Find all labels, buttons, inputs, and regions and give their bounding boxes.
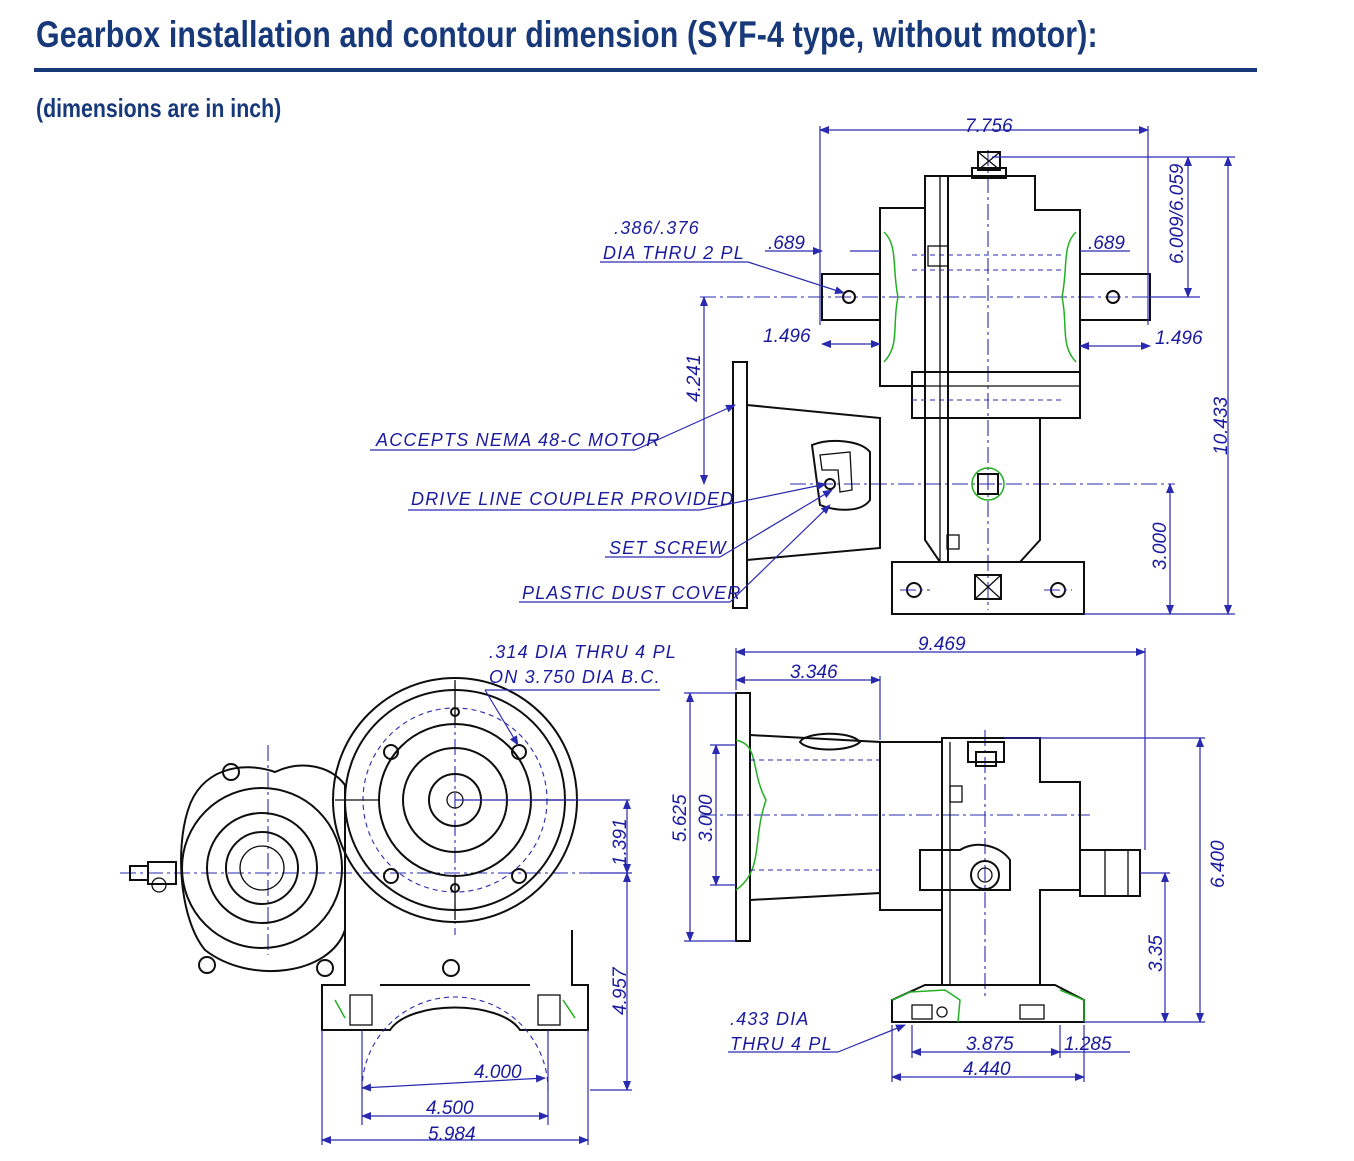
side-base-length: 4.440 (963, 1059, 1011, 1080)
top-key-right: .689 (1088, 233, 1125, 254)
front-base-height: 4.957 (610, 966, 631, 1015)
front-view: 1.391 4.957 4.000 4.500 5.984 .314 DIA T… (120, 642, 677, 1145)
set-screw-note: SET SCREW (609, 538, 728, 558)
side-holes-note-line2: THRU 4 PL (730, 1034, 833, 1054)
top-flange-to-shaft: 4.241 (684, 354, 705, 402)
motor-note: ACCEPTS NEMA 48-C MOTOR (375, 430, 661, 450)
front-holes-note-line2: ON 3.750 DIA B.C. (489, 667, 661, 687)
top-overall-height: 10.433 (1211, 396, 1232, 455)
top-overall-width: 7.756 (965, 116, 1013, 137)
top-key-left: .689 (768, 233, 805, 254)
side-holes-note-line1: .433 DIA (730, 1009, 810, 1029)
front-overall-width: 5.984 (428, 1124, 476, 1145)
title-underline (34, 68, 1257, 72)
front-holes-note-line1: .314 DIA THRU 4 PL (489, 642, 677, 662)
top-hole-note-line2: DIA THRU 2 PL (603, 243, 745, 263)
side-flange-height: 5.625 (670, 794, 691, 842)
top-hole-note-line1: .386/.376 (614, 218, 700, 238)
side-overall-height: 6.400 (1208, 840, 1229, 888)
dust-cover-note: PLASTIC DUST COVER (522, 583, 742, 603)
page-title: Gearbox installation and contour dimensi… (36, 14, 1098, 55)
side-view: 9.469 3.346 5.625 3.000 6.400 3.35 3.875… (670, 634, 1229, 1082)
front-bolt-span: 4.500 (426, 1098, 474, 1119)
front-flange-offset: 1.391 (610, 818, 631, 866)
side-hole-span: 3.875 (966, 1034, 1014, 1055)
side-edge-dim: 1.285 (1064, 1034, 1112, 1055)
top-view: 7.756 .689 .689 6.009/6.059 1.496 1.496 … (370, 116, 1235, 615)
side-flange-depth: 3.346 (790, 662, 838, 683)
coupler-note: DRIVE LINE COUPLER PROVIDED (411, 489, 734, 509)
side-overall-length: 9.469 (918, 634, 966, 655)
units-note: (dimensions are in inch) (36, 93, 282, 123)
top-base-to-input: 3.000 (1150, 522, 1171, 570)
top-shaft-height: 6.009/6.059 (1167, 163, 1188, 264)
top-shaft-left: 1.496 (763, 326, 811, 347)
side-shaft-height: 3.35 (1146, 935, 1167, 972)
side-pilot-dia: 3.000 (696, 794, 717, 842)
top-shaft-right: 1.496 (1155, 328, 1203, 349)
front-arc-dim: 4.000 (474, 1062, 522, 1083)
